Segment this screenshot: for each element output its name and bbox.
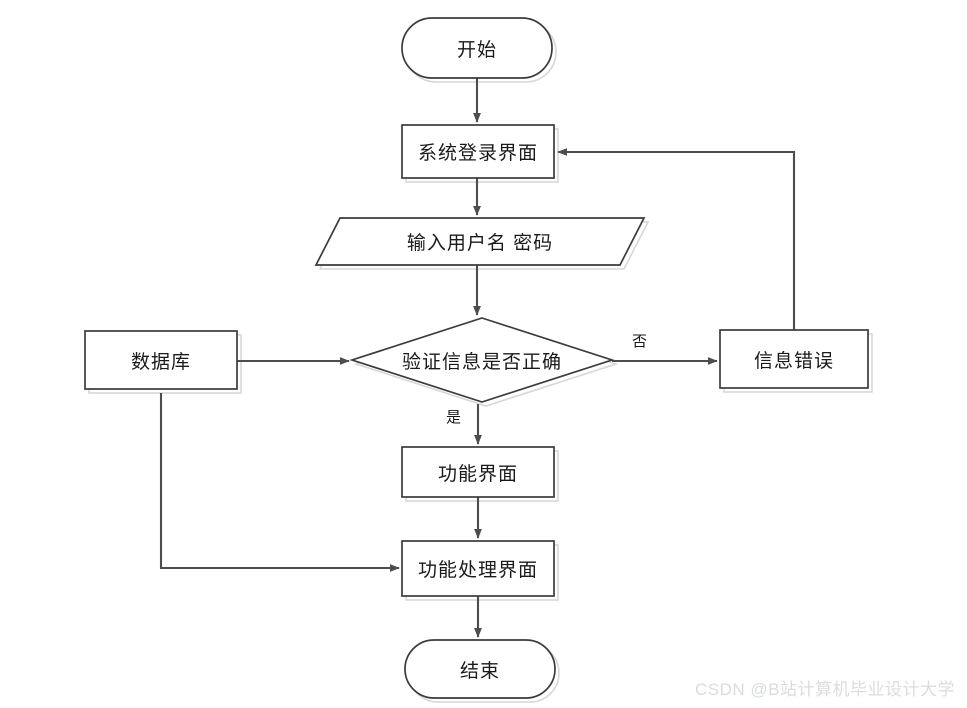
node-shape-input: [314, 217, 646, 266]
edge-label-no: 否: [632, 333, 648, 350]
node-shape-error: [719, 329, 869, 389]
edge-error-to-login: [557, 148, 796, 330]
node-shape-start: [401, 17, 553, 79]
edge-label-yes: 是: [446, 409, 462, 426]
node-shape-login: [401, 124, 555, 179]
edge-database-to-process: [159, 393, 400, 572]
csdn-watermark: CSDN @B站计算机毕业设计大学: [695, 680, 955, 699]
node-shape-feature: [401, 446, 555, 498]
node-shape-verify: [349, 317, 615, 403]
node-shape-database: [84, 330, 238, 390]
node-shape-end: [404, 639, 556, 699]
node-shape-process-page: [401, 540, 555, 597]
